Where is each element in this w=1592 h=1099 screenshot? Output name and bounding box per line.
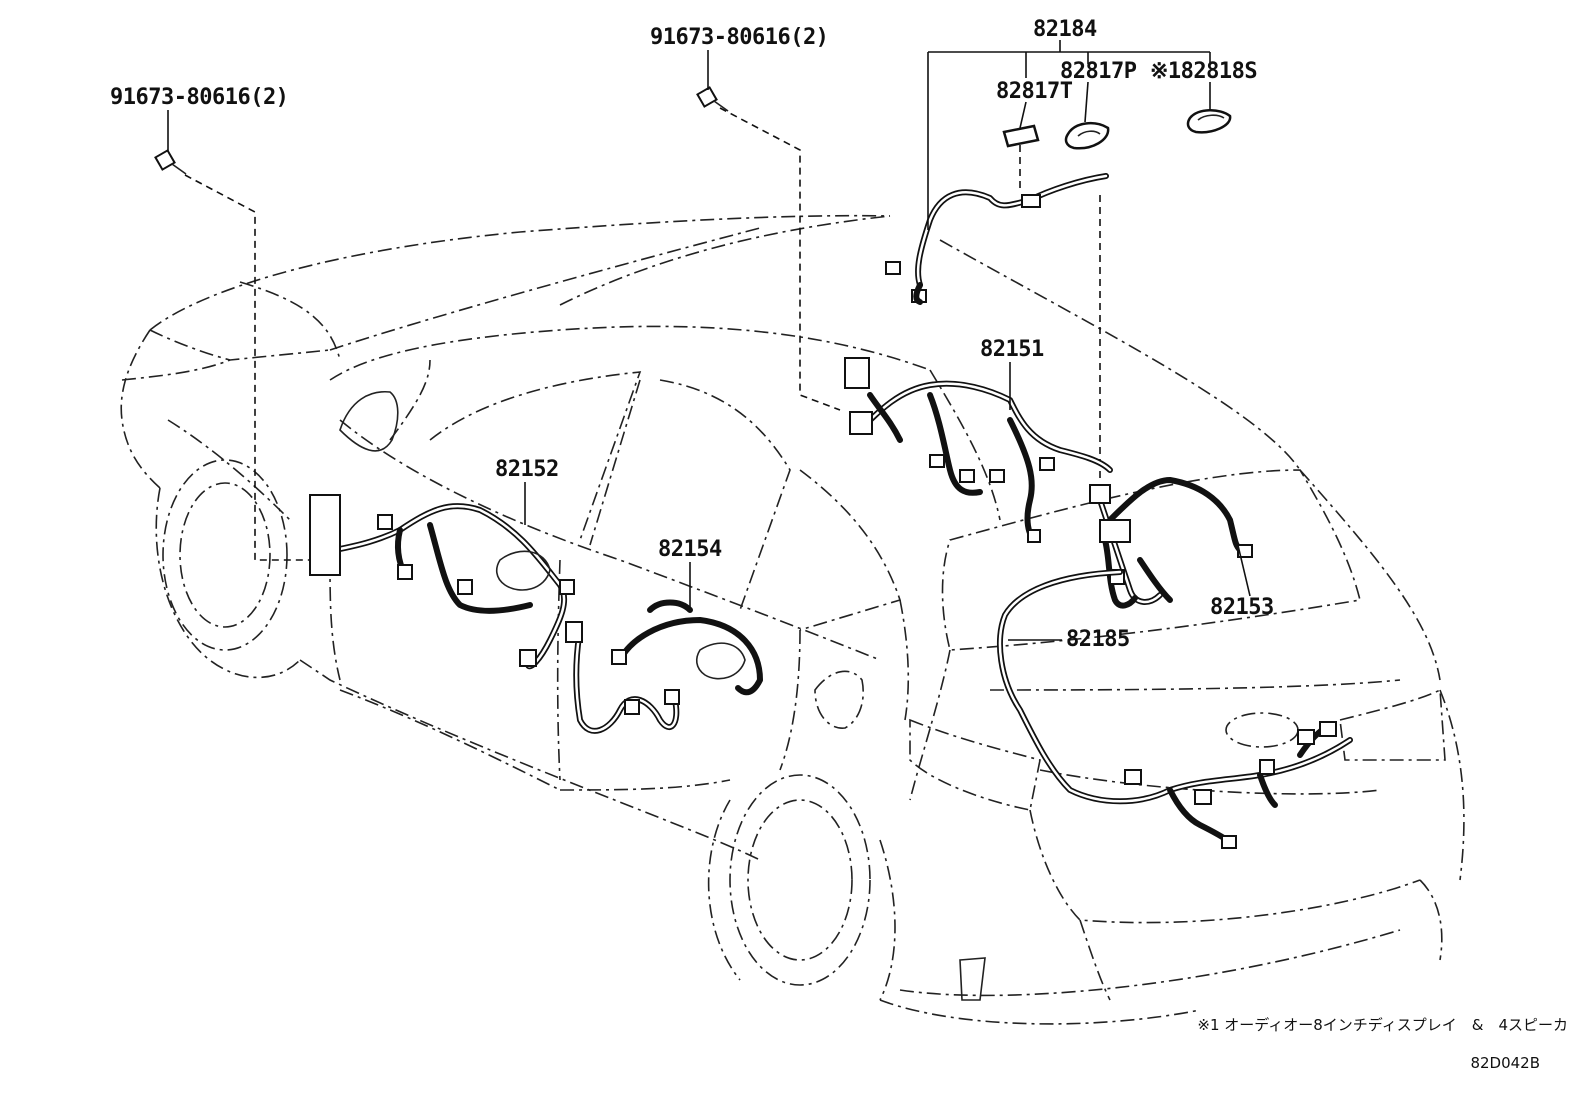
harness-82153 <box>1089 477 1253 609</box>
bolt-left-icon <box>154 149 187 175</box>
grommet-82817T-icon <box>1002 124 1040 148</box>
label-82153: 82153 <box>1210 595 1274 620</box>
harness-82154 <box>565 599 763 734</box>
part-labels: 91673-80616(2) 91673-80616(2) 82184 8281… <box>110 17 1274 652</box>
harness-82152 <box>309 494 575 670</box>
diagram-code: 82D042B <box>1470 1054 1540 1072</box>
bolt-leaders <box>184 107 1101 561</box>
label-82817P: 82817P <box>1060 59 1137 84</box>
label-82184: 82184 <box>1033 17 1097 42</box>
grommet-82817P-icon <box>1064 121 1110 150</box>
label-82154: 82154 <box>658 537 722 562</box>
bolt-center-icon <box>696 86 729 112</box>
label-82185: 82185 <box>1066 627 1130 652</box>
harness-82184 <box>885 173 1109 305</box>
harness-82185 <box>997 569 1353 849</box>
label-82151: 82151 <box>980 337 1044 362</box>
label-bolt-left: 91673-80616(2) <box>110 85 288 110</box>
harness-82151 <box>844 357 1113 543</box>
car-body-outline <box>120 214 1465 1025</box>
label-82818S: ※182818S <box>1150 59 1257 84</box>
label-82817T: 82817T <box>996 79 1073 104</box>
label-82152: 82152 <box>495 457 559 482</box>
label-leaders <box>167 40 1251 641</box>
grommet-82818S-icon <box>1186 109 1232 134</box>
label-bolt-center: 91673-80616(2) <box>650 25 828 50</box>
footnote: ※1 オーディオー8インチディスプレイ & 4スピーカ <box>1197 1016 1568 1034</box>
